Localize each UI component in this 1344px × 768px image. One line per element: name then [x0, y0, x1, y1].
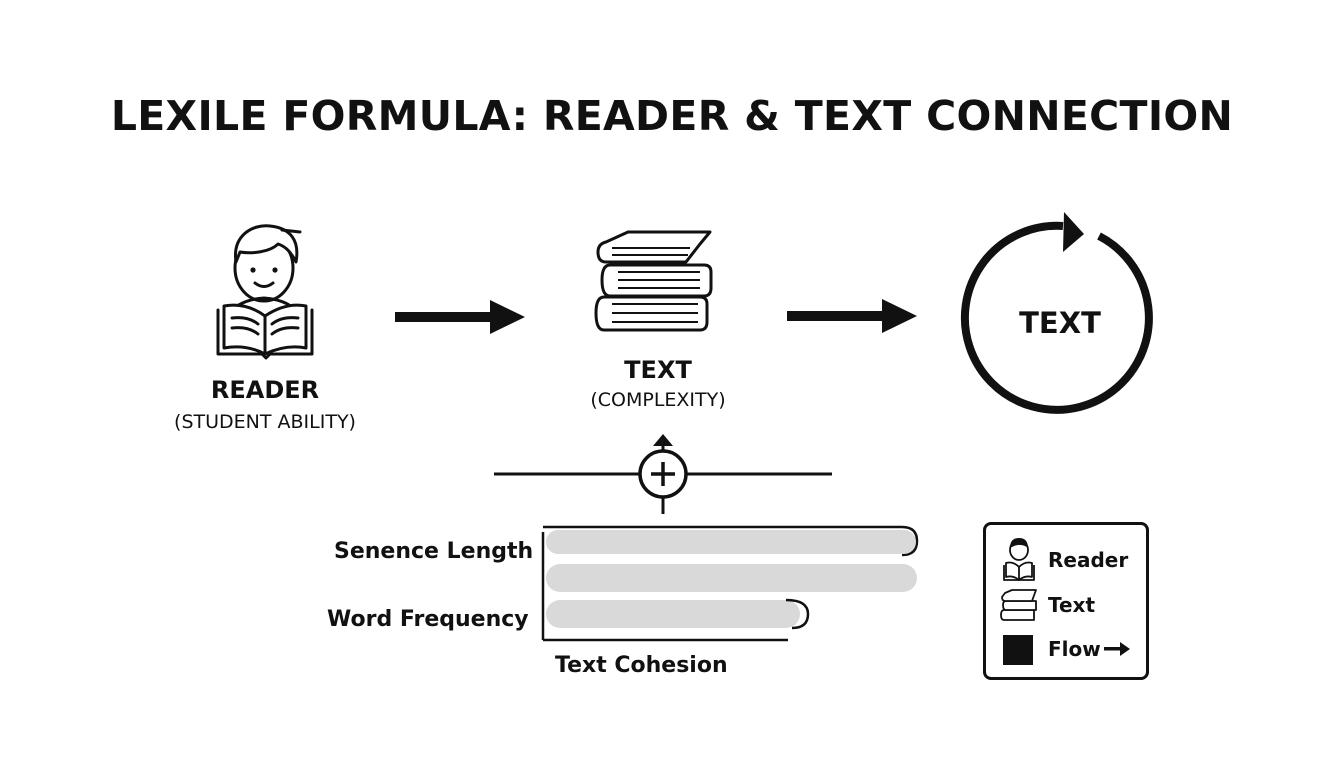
legend-flow-label: Flow [1048, 637, 1101, 661]
reader-icon [216, 224, 314, 360]
circular-arrow-icon [960, 212, 1153, 414]
factor-sentence-length: Senence Length [334, 539, 534, 564]
bar-word-frequency [546, 600, 800, 628]
books-stack-icon [594, 230, 713, 332]
reader-label: READER [210, 376, 320, 404]
legend-flow-icon [1003, 635, 1033, 665]
legend [983, 522, 1149, 680]
legend-reader-label: Reader [1048, 548, 1129, 572]
text-label: TEXT [624, 356, 692, 384]
legend-text-icon [1000, 589, 1037, 621]
reader-sublabel: (STUDENT ABILITY) [174, 411, 356, 433]
text-sublabel: (COMPLEXITY) [590, 389, 726, 411]
plus-circle-icon [638, 449, 688, 499]
bar-sentence-length [546, 530, 916, 554]
factor-bars [541, 525, 919, 642]
flow-arrow-2 [787, 299, 917, 333]
flow-arrow-1 [395, 300, 525, 334]
circle-text-label: TEXT [1019, 306, 1101, 340]
legend-text-label: Text [1048, 593, 1096, 617]
factor-text-cohesion: Text Cohesion [555, 653, 728, 678]
bar-middle [546, 564, 917, 592]
legend-reader-icon [1003, 538, 1035, 581]
diagram-title: LEXILE FORMULA: READER & TEXT CONNECTION [110, 92, 1234, 140]
factor-word-frequency: Word Frequency [327, 607, 529, 632]
legend-flow-arrow-icon [1104, 642, 1130, 656]
